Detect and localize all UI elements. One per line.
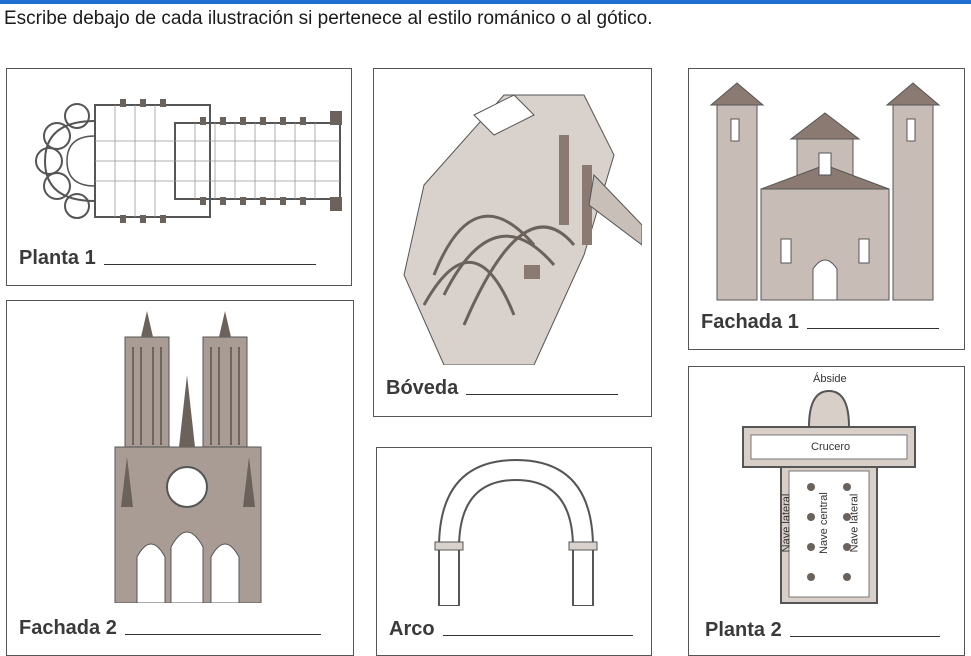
fachada-1-label: Fachada 1 bbox=[701, 311, 799, 333]
boveda-vault-illustration bbox=[403, 94, 642, 365]
fachada-1-card: Fachada 1 bbox=[688, 68, 965, 350]
crucero-label: Crucero bbox=[811, 441, 851, 453]
arco-card: Arco bbox=[376, 447, 652, 656]
nave-lateral-left-label: Nave lateral bbox=[780, 493, 793, 553]
fachada-2-card: Fachada 2 bbox=[6, 300, 354, 656]
planta-2-caption: Planta 2 bbox=[705, 619, 940, 642]
fachada-2-gothic-facade-illustration bbox=[114, 311, 262, 603]
boveda-label: Bóveda bbox=[386, 377, 459, 399]
arco-caption: Arco bbox=[389, 618, 633, 641]
planta-1-caption: Planta 1 bbox=[19, 247, 316, 270]
boveda-answer-blank[interactable] bbox=[466, 393, 619, 395]
fachada-2-caption: Fachada 2 bbox=[19, 617, 321, 640]
fachada-1-caption: Fachada 1 bbox=[701, 311, 939, 334]
boveda-card: Bóveda bbox=[373, 68, 652, 417]
arco-label: Arco bbox=[389, 618, 435, 640]
worksheet-instructions: Escribe debajo de cada ilustración si pe… bbox=[4, 8, 653, 29]
planta-1-card: Planta 1 bbox=[6, 68, 352, 286]
boveda-caption: Bóveda bbox=[386, 377, 619, 400]
planta-2-answer-blank[interactable] bbox=[789, 635, 940, 637]
fachada-1-romanesque-facade-illustration bbox=[709, 82, 941, 301]
nave-central-label: Nave central bbox=[817, 492, 830, 554]
nave-lateral-right-label: Nave lateral bbox=[848, 493, 861, 553]
fachada-2-label: Fachada 2 bbox=[19, 617, 117, 639]
fachada-1-answer-blank[interactable] bbox=[806, 327, 939, 329]
planta-2-card: Ábside Crucero Nave lateral Nave central… bbox=[688, 366, 965, 656]
arco-round-arch-illustration bbox=[434, 458, 598, 606]
top-accent-bar bbox=[0, 0, 971, 4]
planta-2-floorplan-illustration bbox=[742, 389, 916, 604]
arco-answer-blank[interactable] bbox=[442, 634, 633, 636]
planta-1-answer-blank[interactable] bbox=[103, 263, 316, 265]
planta-1-floorplan-illustration bbox=[35, 99, 342, 223]
abside-label: Ábside bbox=[813, 373, 847, 385]
fachada-2-answer-blank[interactable] bbox=[124, 633, 321, 635]
planta-1-label: Planta 1 bbox=[19, 247, 96, 269]
planta-2-label: Planta 2 bbox=[705, 619, 782, 641]
